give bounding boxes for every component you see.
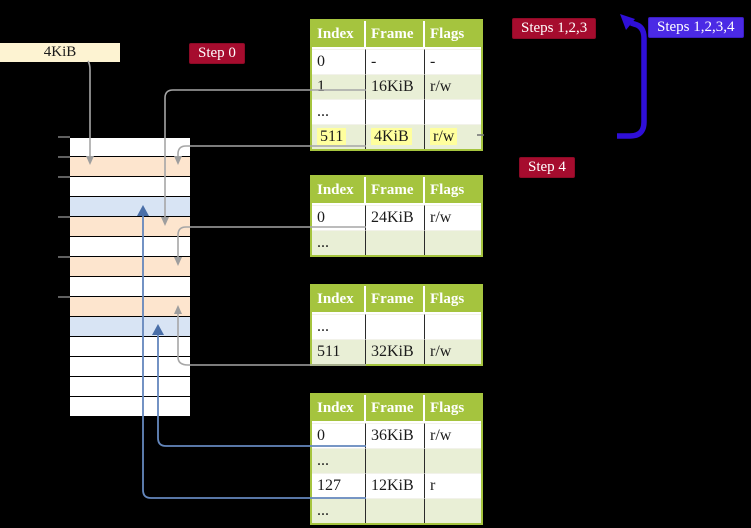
memory-frame [70, 377, 190, 397]
column-header-frame: Frame [366, 21, 425, 49]
cell-flags [425, 230, 481, 255]
cell-flags: - [425, 49, 481, 74]
column-header-index: Index [312, 395, 366, 423]
memory-frame [70, 177, 190, 197]
page-table-3: Index Frame Flags ... 511 32KiB r/w [310, 284, 483, 366]
page-table-2: Index Frame Flags 0 24KiB r/w ... [310, 175, 483, 257]
cell-index: 127 [312, 473, 366, 498]
cell-index: ... [312, 314, 366, 339]
cell-index: ... [312, 498, 366, 523]
cell-frame [366, 448, 425, 473]
table-row-highlighted: 511 4KiB r/w [312, 124, 481, 149]
cell-index: 511 [312, 124, 366, 149]
address-ticks [58, 136, 70, 298]
cell-flags: r/w [425, 74, 481, 99]
cell-flags [425, 498, 481, 523]
cell-frame [366, 230, 425, 255]
column-header-flags: Flags [425, 286, 481, 314]
column-header-frame: Frame [366, 177, 425, 205]
physical-memory-column [70, 137, 190, 417]
cell-flags: r [425, 473, 481, 498]
cell-index: ... [312, 448, 366, 473]
column-header-index: Index [312, 286, 366, 314]
memory-frame [70, 137, 190, 157]
table-row: 0 24KiB r/w [312, 205, 481, 230]
table-row: ... [312, 314, 481, 339]
cell-frame: 16KiB [366, 74, 425, 99]
table-row: ... [312, 448, 481, 473]
cell-frame: 32KiB [366, 339, 425, 364]
frame-size-label: 4KiB [0, 43, 120, 62]
cell-frame [366, 314, 425, 339]
cell-flags [425, 99, 481, 124]
cell-index: 0 [312, 205, 366, 230]
column-header-flags: Flags [425, 177, 481, 205]
column-header-flags: Flags [425, 395, 481, 423]
cell-index: 511 [312, 339, 366, 364]
memory-frame [70, 257, 190, 277]
table-row: ... [312, 498, 481, 523]
memory-frame [70, 217, 190, 237]
cell-flags [425, 314, 481, 339]
page-table-1: Index Frame Flags 0 - - 1 16KiB r/w ... … [310, 19, 483, 151]
badge-steps-123: Steps 1,2,3 [512, 18, 597, 39]
badge-steps-1234: Steps 1,2,3,4 [648, 17, 744, 38]
memory-frame [70, 397, 190, 417]
cell-frame [366, 498, 425, 523]
cell-frame: 24KiB [366, 205, 425, 230]
cell-index: 0 [312, 49, 366, 74]
memory-frame [70, 317, 190, 337]
column-header-frame: Frame [366, 395, 425, 423]
badge-step-4: Step 4 [519, 157, 575, 178]
cell-index: 0 [312, 423, 366, 448]
table-row: ... [312, 99, 481, 124]
memory-frame [70, 157, 190, 177]
memory-frame [70, 297, 190, 317]
table-row: 0 36KiB r/w [312, 423, 481, 448]
badge-step-0: Step 0 [189, 43, 245, 64]
memory-frame [70, 197, 190, 217]
page-table-4: Index Frame Flags 0 36KiB r/w ... 127 12… [310, 393, 483, 525]
cell-flags: r/w [425, 423, 481, 448]
table-row: 511 32KiB r/w [312, 339, 481, 364]
cell-index: ... [312, 99, 366, 124]
cell-frame: 12KiB [366, 473, 425, 498]
blue-loop-arrow-icon [617, 20, 647, 139]
blue-loop-arrowhead-icon [620, 14, 635, 30]
highlighted-value: r/w [430, 128, 458, 145]
table-row: 0 - - [312, 49, 481, 74]
cell-flags: r/w [425, 205, 481, 230]
memory-frame [70, 277, 190, 297]
highlighted-value: 4KiB [371, 128, 412, 145]
cell-flags: r/w [425, 339, 481, 364]
table-row: 1 16KiB r/w [312, 74, 481, 99]
column-header-index: Index [312, 177, 366, 205]
cell-frame: - [366, 49, 425, 74]
cell-frame: 4KiB [366, 124, 425, 149]
cell-frame [366, 99, 425, 124]
memory-frame [70, 337, 190, 357]
column-header-flags: Flags [425, 21, 481, 49]
highlighted-value: 511 [317, 128, 347, 145]
cell-flags: r/w [425, 124, 481, 149]
memory-frame [70, 357, 190, 377]
cell-index: 1 [312, 74, 366, 99]
table-row: ... [312, 230, 481, 255]
table-row: 127 12KiB r [312, 473, 481, 498]
column-header-frame: Frame [366, 286, 425, 314]
memory-frame [70, 237, 190, 257]
column-header-index: Index [312, 21, 366, 49]
cell-index: ... [312, 230, 366, 255]
cell-frame: 36KiB [366, 423, 425, 448]
cell-flags [425, 448, 481, 473]
